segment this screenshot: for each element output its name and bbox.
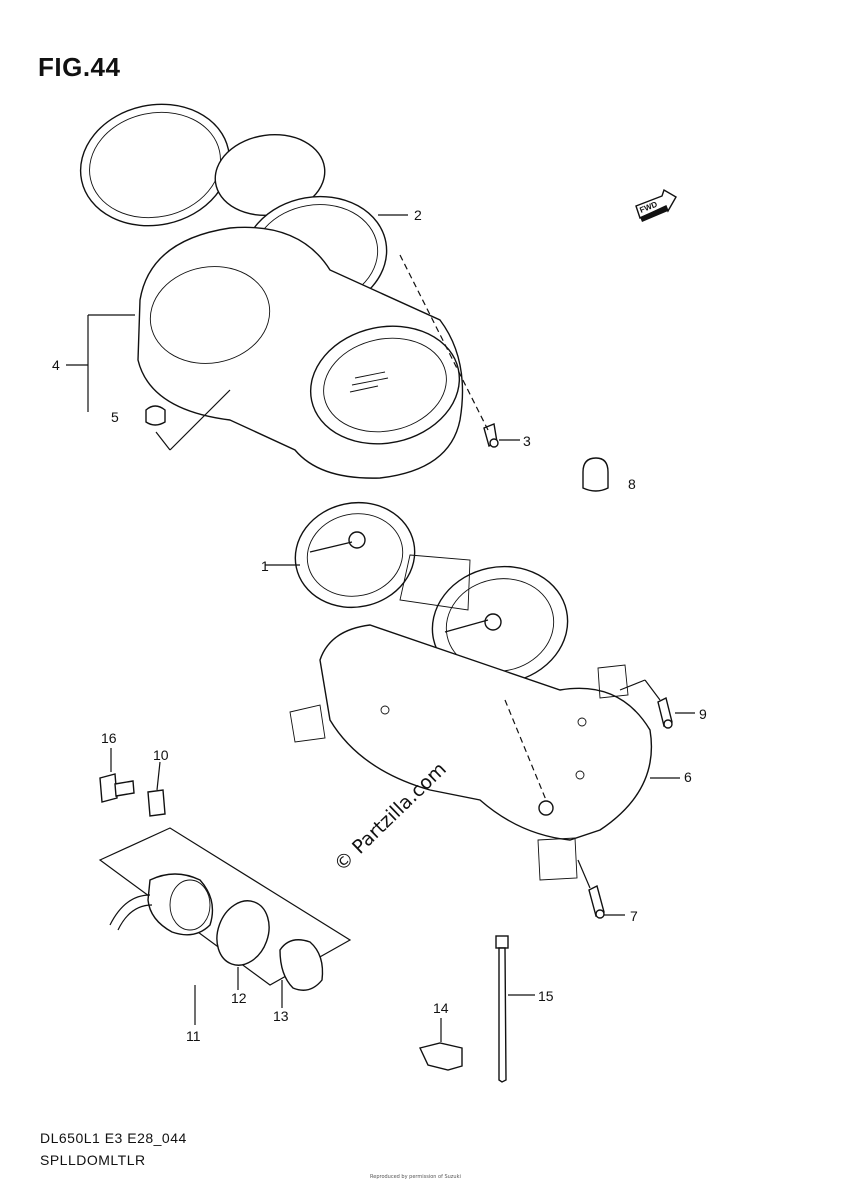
- clamp-part-14: [419, 1042, 463, 1071]
- callout-3: 3: [523, 433, 531, 449]
- screw-part-7: [588, 884, 605, 919]
- lower-case-part-6: [289, 624, 653, 881]
- socket-group-box-part-11: [98, 827, 352, 991]
- clip-part-10: [147, 789, 166, 817]
- leader-lines: [66, 214, 695, 1042]
- callout-11: 11: [186, 1028, 201, 1044]
- figure-title: FIG.44: [38, 52, 121, 82]
- callout-8: 8: [628, 476, 636, 492]
- callout-6: 6: [684, 769, 692, 785]
- cap-part-8: [582, 457, 609, 492]
- callout-12: 12: [231, 990, 247, 1006]
- fwd-arrow-icon: FWD: [635, 188, 677, 222]
- cable-tie-part-15: [495, 935, 509, 1083]
- callout-1: 1: [261, 558, 269, 574]
- callout-4: 4: [52, 357, 60, 373]
- lens-frame-upper: [79, 103, 326, 227]
- callout-7: 7: [630, 908, 638, 924]
- callout-13: 13: [273, 1008, 289, 1024]
- callout-10: 10: [153, 747, 169, 763]
- callout-16: 16: [101, 730, 117, 746]
- socket-part-13: [279, 939, 324, 991]
- callout-2: 2: [414, 207, 422, 223]
- fine-print: Reproduced by permission of Suzuki: [370, 1174, 461, 1180]
- figure-name: SPLLDOMLTLR: [40, 1152, 146, 1168]
- callout-5: 5: [111, 409, 119, 425]
- figure-code: DL650L1 E3 E28_044: [40, 1130, 187, 1146]
- meter-assembly-part-1: [294, 501, 569, 685]
- o-ring-part-12: [216, 900, 270, 966]
- callout-15: 15: [538, 988, 554, 1004]
- grommet-part-5: [145, 405, 166, 426]
- callout-14: 14: [433, 1000, 449, 1016]
- callout-9: 9: [699, 706, 707, 722]
- screw-part-9: [657, 696, 673, 729]
- meter-case-part-4: [137, 226, 464, 479]
- bolt-part-16: [99, 773, 135, 803]
